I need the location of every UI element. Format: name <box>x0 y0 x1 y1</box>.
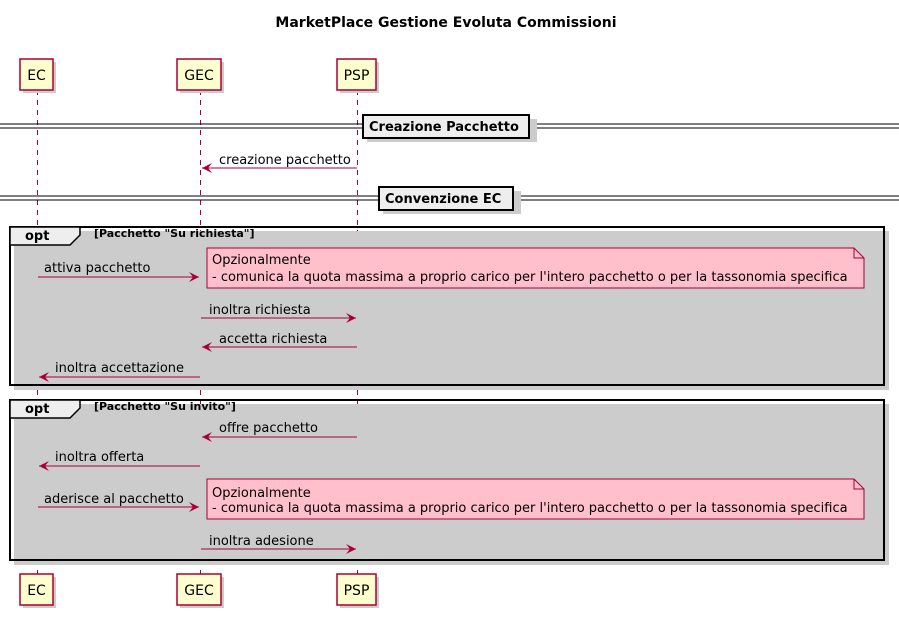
note-line-1: Opzionalmente <box>212 486 311 501</box>
message-label: aderisce al pacchetto <box>44 492 184 507</box>
message-label: attiva pacchetto <box>44 261 151 276</box>
message-label: creazione pacchetto <box>219 153 351 168</box>
divider-convenzione-ec: Convenzione EC <box>0 186 899 214</box>
participant-gec-top: GEC <box>176 58 224 93</box>
diagram-title: MarketPlace Gestione Evoluta Commissioni <box>275 15 616 31</box>
participant-gec-bottom: GEC <box>176 573 224 608</box>
divider-label: Creazione Pacchetto <box>369 120 519 135</box>
note-line-2: - comunica la quota massima a proprio ca… <box>212 501 848 516</box>
participant-psp-bottom: PSP <box>336 573 379 608</box>
note-opzionalmente-2: Opzionalmente - comunica la quota massim… <box>206 478 868 523</box>
participant-label-ec: EC <box>27 68 46 84</box>
participant-label-gec: GEC <box>184 68 214 84</box>
message-label: inoltra richiesta <box>209 303 311 318</box>
message-label: accetta richiesta <box>219 332 327 347</box>
group-kind: opt <box>25 229 49 244</box>
participant-label-psp: PSP <box>344 583 370 599</box>
note-line-2: - comunica la quota massima a proprio ca… <box>212 270 848 285</box>
note-line-1: Opzionalmente <box>212 253 311 268</box>
message-attiva-pacchetto: attiva pacchetto <box>38 261 199 282</box>
divider-creazione-pacchetto: Creazione Pacchetto <box>0 114 899 142</box>
message-accetta-richiesta: accetta richiesta <box>202 332 357 352</box>
group-condition: [Pacchetto "Su richiesta"] <box>94 227 255 240</box>
group-condition: [Pacchetto "Su invito"] <box>94 400 236 413</box>
participant-psp-top: PSP <box>336 58 379 93</box>
participant-label-ec: EC <box>27 583 46 599</box>
divider-label: Convenzione EC <box>385 192 501 207</box>
group-kind: opt <box>25 402 49 417</box>
message-label: inoltra accettazione <box>55 361 184 376</box>
message-inoltra-offerta: inoltra offerta <box>39 450 200 471</box>
note-opzionalmente-1: Opzionalmente - comunica la quota massim… <box>206 247 868 292</box>
message-inoltra-adesione: inoltra adesione <box>201 534 356 554</box>
participant-label-gec: GEC <box>184 583 214 599</box>
message-creazione-pacchetto: creazione pacchetto <box>202 153 357 173</box>
message-aderisce-al-pacchetto: aderisce al pacchetto <box>38 492 199 512</box>
message-label: offre pacchetto <box>219 421 318 436</box>
participant-ec-top: EC <box>19 58 56 93</box>
message-inoltra-richiesta: inoltra richiesta <box>201 303 356 323</box>
message-inoltra-accettazione: inoltra accettazione <box>39 361 200 382</box>
message-label: inoltra adesione <box>209 534 314 549</box>
message-offre-pacchetto: offre pacchetto <box>202 421 357 442</box>
participant-label-psp: PSP <box>344 68 370 84</box>
participant-ec-bottom: EC <box>19 573 56 608</box>
message-label: inoltra offerta <box>55 450 144 465</box>
